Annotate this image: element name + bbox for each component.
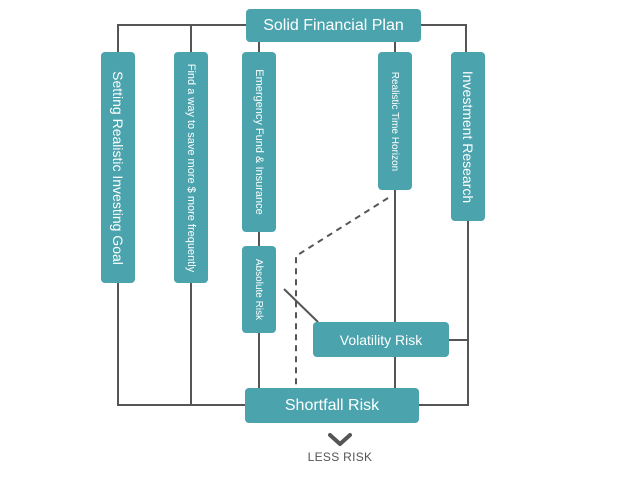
node-emergency-fund-insurance: Emergency Fund & Insurance	[242, 52, 276, 232]
node-save-more-money: Find a way to save more $ more frequentl…	[174, 52, 208, 283]
connector-absolute-volatility	[283, 288, 319, 323]
less-risk-label: LESS RISK	[307, 450, 373, 464]
node-realistic-time-horizon: Realistic Time Horizon	[378, 52, 412, 190]
node-solid-financial-plan-label: Solid Financial Plan	[263, 16, 404, 34]
node-setting-realistic-investing-goal: Setting Realistic Investing Goal	[101, 52, 135, 283]
node-emergency-label: Emergency Fund & Insurance	[253, 69, 265, 215]
node-absolute-risk: Absolute Risk	[242, 246, 276, 333]
connector-goal-shortfall	[117, 283, 245, 406]
node-volatility-label: Volatility Risk	[339, 331, 423, 348]
connector-top-right	[421, 24, 467, 52]
node-shortfall-label: Shortfall Risk	[284, 396, 380, 414]
node-volatility-risk: Volatility Risk	[313, 322, 449, 357]
node-time-label: Realistic Time Horizon	[389, 71, 401, 171]
node-solid-financial-plan: Solid Financial Plan	[246, 9, 421, 42]
node-shortfall-risk: Shortfall Risk	[245, 388, 419, 423]
node-save-label: Find a way to save more $ more frequentl…	[185, 63, 198, 272]
connector-dashed-time-shortfall	[295, 197, 389, 388]
chevron-down-icon	[328, 433, 352, 446]
node-research-label: Investment Research	[460, 70, 477, 203]
node-investment-research: Investment Research	[451, 52, 485, 221]
node-goal-label: Setting Realistic Investing Goal	[110, 70, 127, 265]
connector-top-left	[117, 24, 246, 52]
node-absolute-label: Absolute Risk	[253, 258, 265, 321]
connector-research-shortfall	[419, 221, 469, 406]
